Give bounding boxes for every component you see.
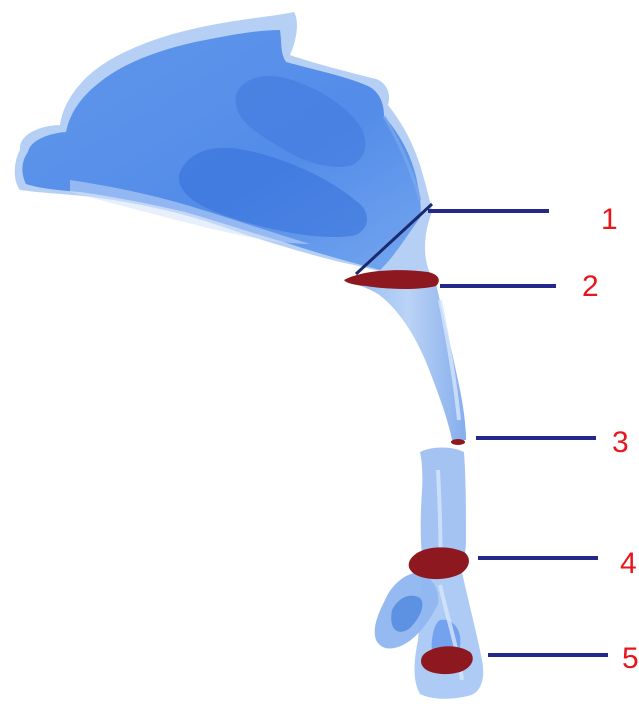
- cross-section-3: [451, 439, 465, 445]
- callout-label-1: 1: [601, 205, 618, 235]
- callout-label-4: 4: [620, 549, 637, 579]
- nasal-cavity: [15, 12, 436, 284]
- callout-label-2: 2: [582, 272, 599, 302]
- callout-label-3: 3: [612, 428, 629, 458]
- callout-label-5: 5: [622, 644, 639, 674]
- pharynx-tube: [350, 276, 483, 699]
